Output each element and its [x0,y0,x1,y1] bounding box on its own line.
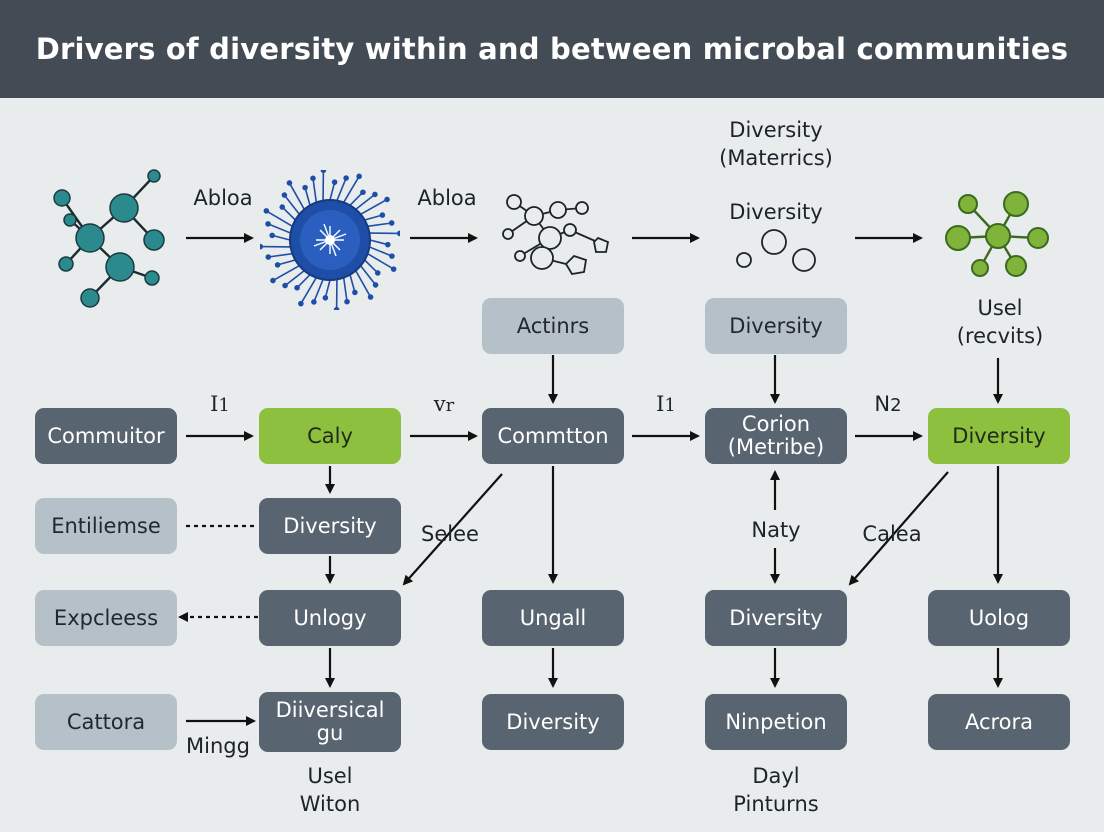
node-diiversical: Diiversical gu [259,692,401,752]
arrow-label-abloa-2: Abloa [417,186,477,210]
edge-label-calea: Calea [862,522,922,546]
diversity-metrics-line2: (Materrics) [719,146,833,170]
edge-label-naty: Naty [751,518,801,542]
node-diversity-col2: Diversity [259,498,401,554]
edge-label-selee: Selee [421,522,479,546]
teal-network-icon [53,169,165,308]
node-acrora: Acrora [928,694,1070,750]
node-corion-line2: (Metribe) [727,435,825,459]
edge-label-i1-right: I1 [656,392,676,416]
bottom-label-dayl: Dayl [752,764,800,788]
bottom-label-witon: Witon [299,792,361,816]
node-diversity-col4: Diversity [705,590,847,646]
node-commuitor: Commuitor [35,408,177,464]
diversity-top-label: Diversity [729,200,823,224]
page-title: Drivers of diversity within and between … [35,32,1069,66]
diversity-metrics-line1: Diversity [729,118,823,142]
edge-label-mingg: Mingg [186,734,250,758]
node-diiversical-line2: gu [316,721,344,745]
node-corion: Corion (Metribe) [705,408,847,464]
node-ungall: Ungall [482,590,624,646]
node-diiversical-line1: Diiversical [275,698,385,723]
node-actinrs: Actinrs [482,298,624,354]
node-ninpetion: Ninpetion [705,694,847,750]
usel-label-line1: Usel [977,296,1023,320]
node-expcleess: Expcleess [35,590,177,646]
bottom-label-pinturns: Pinturns [733,792,819,816]
outline-network-icon [502,194,610,275]
header-bar: Drivers of diversity within and between … [0,0,1104,98]
node-corion-line1: Corion [741,412,811,437]
node-diversity-top: Diversity [705,298,847,354]
arrow-label-abloa-1: Abloa [193,186,253,210]
node-cattora: Cattora [35,694,177,750]
bottom-label-usel: Usel [307,764,353,788]
node-unlogy: Unlogy [259,590,401,646]
edge-label-vr: vr [433,392,455,416]
node-entiliemse: Entiliemse [35,498,177,554]
green-network-icon [945,191,1049,277]
edge-label-n2: N2 [874,392,902,416]
usel-label-line2: (recvits) [956,324,1044,348]
node-diversity-green: Diversity [928,408,1070,464]
edge-label-i1-left: I1 [210,392,230,416]
blue-microbe-icon [260,170,400,310]
node-commtton: Commtton [482,408,624,464]
node-diversity-col3-bottom: Diversity [482,694,624,750]
circles-icon [736,229,816,272]
node-caly: Caly [259,408,401,464]
node-uolog: Uolog [928,590,1070,646]
